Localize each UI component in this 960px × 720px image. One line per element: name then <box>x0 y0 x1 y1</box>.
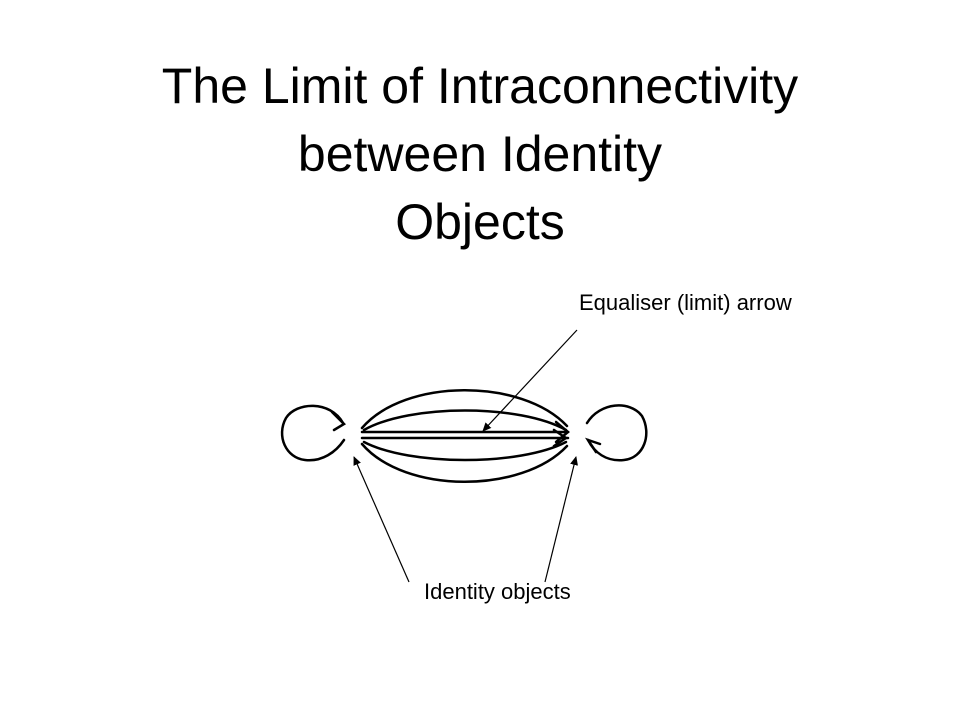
equaliser-label: Equaliser (limit) arrow <box>579 290 792 315</box>
title-line-3: Objects <box>395 194 565 250</box>
identity-objects-label: Identity objects <box>424 579 571 604</box>
left-identity-loop <box>280 404 346 462</box>
inner-upper-arrow <box>362 409 568 432</box>
identity-pointer-left <box>353 456 410 583</box>
outer-lower-arrow <box>360 442 569 483</box>
equaliser-pointer-line <box>482 329 578 432</box>
left-loop-arrowhead <box>330 410 347 432</box>
inner-lower-arrow <box>362 440 568 462</box>
right-identity-loop <box>585 404 648 462</box>
identity-pointer-right <box>544 456 578 583</box>
right-loop-arrowhead <box>584 437 602 454</box>
slide-title: The Limit of Intraconnectivity between I… <box>0 52 960 256</box>
outer-upper-arrow <box>360 389 569 430</box>
title-line-2: between Identity <box>297 126 663 182</box>
parallel-arrowheads <box>552 420 570 448</box>
title-line-1: The Limit of Intraconnectivity <box>161 58 799 114</box>
